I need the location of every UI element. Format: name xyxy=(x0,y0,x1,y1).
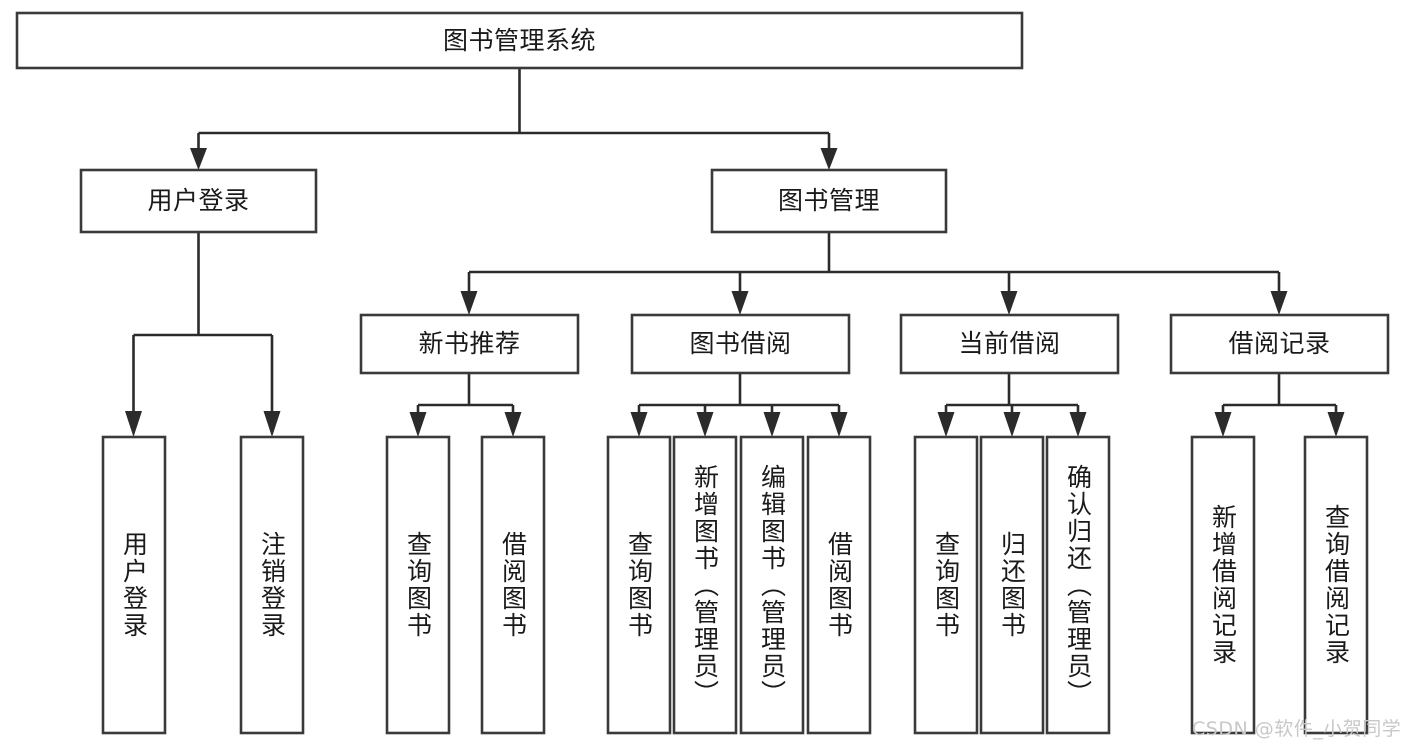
arrow-head-leaf-cur-confirm xyxy=(1069,412,1087,437)
arrow-head-borrow-record xyxy=(1270,291,1288,315)
node-box-borrow-record[interactable] xyxy=(1169,313,1390,375)
arrow-head-current-borrow xyxy=(1000,291,1018,315)
node-box-leaf-rec-search[interactable] xyxy=(1303,435,1369,735)
node-box-leaf-borrow-do[interactable] xyxy=(806,435,872,735)
arrow-head-leaf-rec-borrow xyxy=(504,412,522,437)
node-box-leaf-rec-add[interactable] xyxy=(1190,435,1256,735)
arrow-head-new-book-rec xyxy=(460,291,478,315)
arrow-head-book-borrow xyxy=(731,291,749,315)
watermark-text: CSDN @软件_小贺同学 xyxy=(1192,718,1402,740)
node-box-leaf-rec-query[interactable] xyxy=(385,435,451,735)
node-box-current-borrow[interactable] xyxy=(899,313,1120,375)
arrow-head-leaf-borrow-query xyxy=(630,412,648,437)
box-layer xyxy=(15,11,1390,735)
arrow-head-leaf-borrow-do xyxy=(830,412,848,437)
node-box-root[interactable] xyxy=(15,11,1024,70)
node-box-leaf-cur-confirm[interactable] xyxy=(1045,435,1111,735)
arrow-head-book-mgmt xyxy=(820,148,838,170)
arrow-head-leaf-borrow-add xyxy=(696,412,714,437)
node-box-leaf-user-logout[interactable] xyxy=(239,435,305,735)
node-box-leaf-borrow-query[interactable] xyxy=(606,435,672,735)
node-box-user-login[interactable] xyxy=(79,168,318,234)
arrow-head-leaf-rec-query xyxy=(409,412,427,437)
connector-layer xyxy=(125,68,1345,437)
node-box-leaf-cur-return[interactable] xyxy=(979,435,1045,735)
arrow-head-leaf-borrow-edit xyxy=(763,412,781,437)
arrow-head-leaf-rec-add xyxy=(1214,412,1232,437)
node-box-leaf-borrow-edit[interactable] xyxy=(739,435,805,735)
arrow-head-leaf-user-login xyxy=(125,411,142,437)
node-box-leaf-user-login[interactable] xyxy=(101,435,167,735)
node-box-leaf-rec-borrow[interactable] xyxy=(480,435,546,735)
arrow-head-leaf-cur-query xyxy=(937,412,955,437)
arrow-head-leaf-rec-search xyxy=(1327,412,1345,437)
node-box-leaf-cur-query[interactable] xyxy=(913,435,979,735)
node-box-book-mgmt[interactable] xyxy=(710,168,948,234)
arrow-head-leaf-cur-return xyxy=(1003,412,1021,437)
node-box-new-book-rec[interactable] xyxy=(359,313,580,375)
arrow-head-user-login xyxy=(190,148,207,170)
node-box-book-borrow[interactable] xyxy=(630,313,851,375)
arrow-head-leaf-user-logout xyxy=(263,411,281,437)
node-box-leaf-borrow-add[interactable] xyxy=(672,435,738,735)
